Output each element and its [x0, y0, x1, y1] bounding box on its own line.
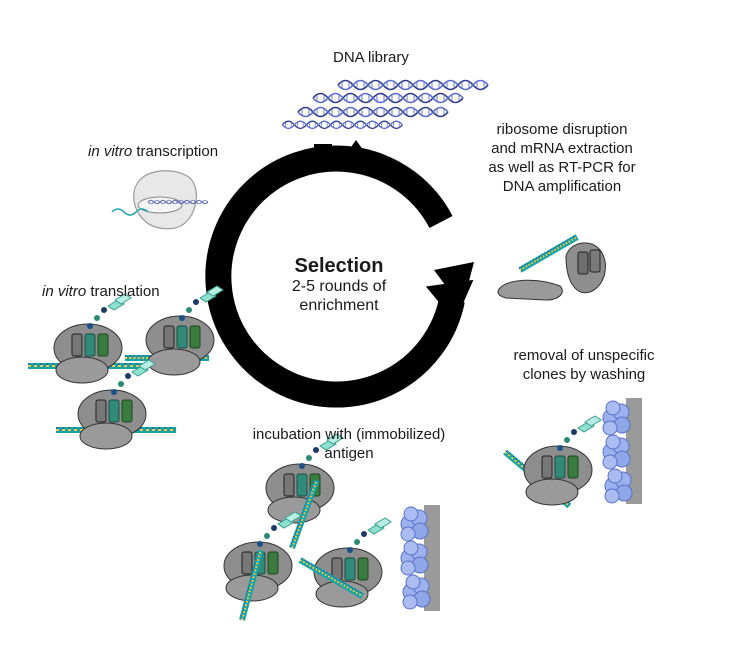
translation-complexes [27, 285, 224, 450]
disruption-line: and mRNA extraction [491, 140, 633, 157]
transcription-label: in vitro transcription [88, 142, 218, 161]
incubation-line: antigen [324, 445, 374, 462]
incubation-label: incubation with (immobilized) antigen [236, 425, 462, 463]
disruption-label: ribosome disruption and mRNA extraction … [472, 120, 652, 196]
dna-library-label: DNA library [333, 49, 409, 66]
disruption-line: DNA amplification [502, 178, 622, 195]
selection-subtitle: enrichment [299, 297, 379, 314]
translation-label-italic: in vitro [42, 283, 87, 300]
center-label: Selection 2-5 rounds of enrichment [268, 255, 410, 315]
translation-label: in vitro translation [42, 282, 160, 301]
translation-label-text: translation [86, 283, 160, 300]
rna-polymerase-icon [111, 170, 209, 230]
washing-label: removal of unspecific clones by washing [494, 346, 674, 384]
incubation-line: incubation with (immobilized) [252, 426, 446, 443]
selection-title: Selection [294, 255, 384, 277]
cycle-arrow [205, 140, 474, 408]
washing-surface [502, 398, 642, 510]
transcription-label-italic: in vitro [88, 143, 133, 160]
disruption-line: as well as RT-PCR for [488, 159, 636, 176]
incubation-complexes [223, 433, 440, 622]
washing-line: removal of unspecific [513, 347, 655, 364]
washing-line: clones by washing [522, 366, 646, 383]
transcription-label-text: transcription [132, 143, 219, 160]
dna-library-icon [281, 79, 489, 130]
disruption-line: ribosome disruption [496, 121, 628, 138]
disrupted-ribosome-icon [497, 233, 606, 301]
selection-subtitle: 2-5 rounds of [291, 278, 387, 295]
